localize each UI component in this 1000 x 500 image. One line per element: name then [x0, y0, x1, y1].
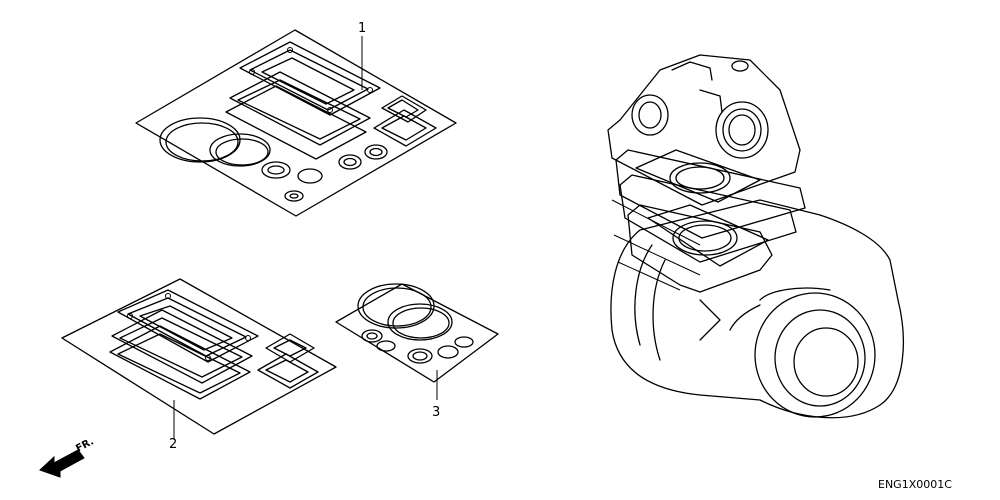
front-direction-indicator: FR.: [39, 436, 96, 478]
gasket-kit-1[interactable]: [135, 29, 457, 217]
front-arrow-icon: [39, 449, 85, 478]
gasket-kit-2[interactable]: [61, 278, 337, 435]
figure-code: ENG1X0001C: [878, 478, 952, 491]
gasket-sheet-1: [135, 29, 457, 217]
callout-1: 1: [358, 21, 366, 36]
callout-2: 2: [169, 437, 177, 452]
direction-label: FR.: [74, 436, 96, 454]
gasket-sheet-2: [61, 278, 337, 435]
gasket-kit-3[interactable]: [335, 283, 499, 383]
gasket-sheet-3: [335, 283, 499, 383]
callout-3: 3: [432, 405, 440, 420]
engine-illustration: [607, 54, 904, 419]
